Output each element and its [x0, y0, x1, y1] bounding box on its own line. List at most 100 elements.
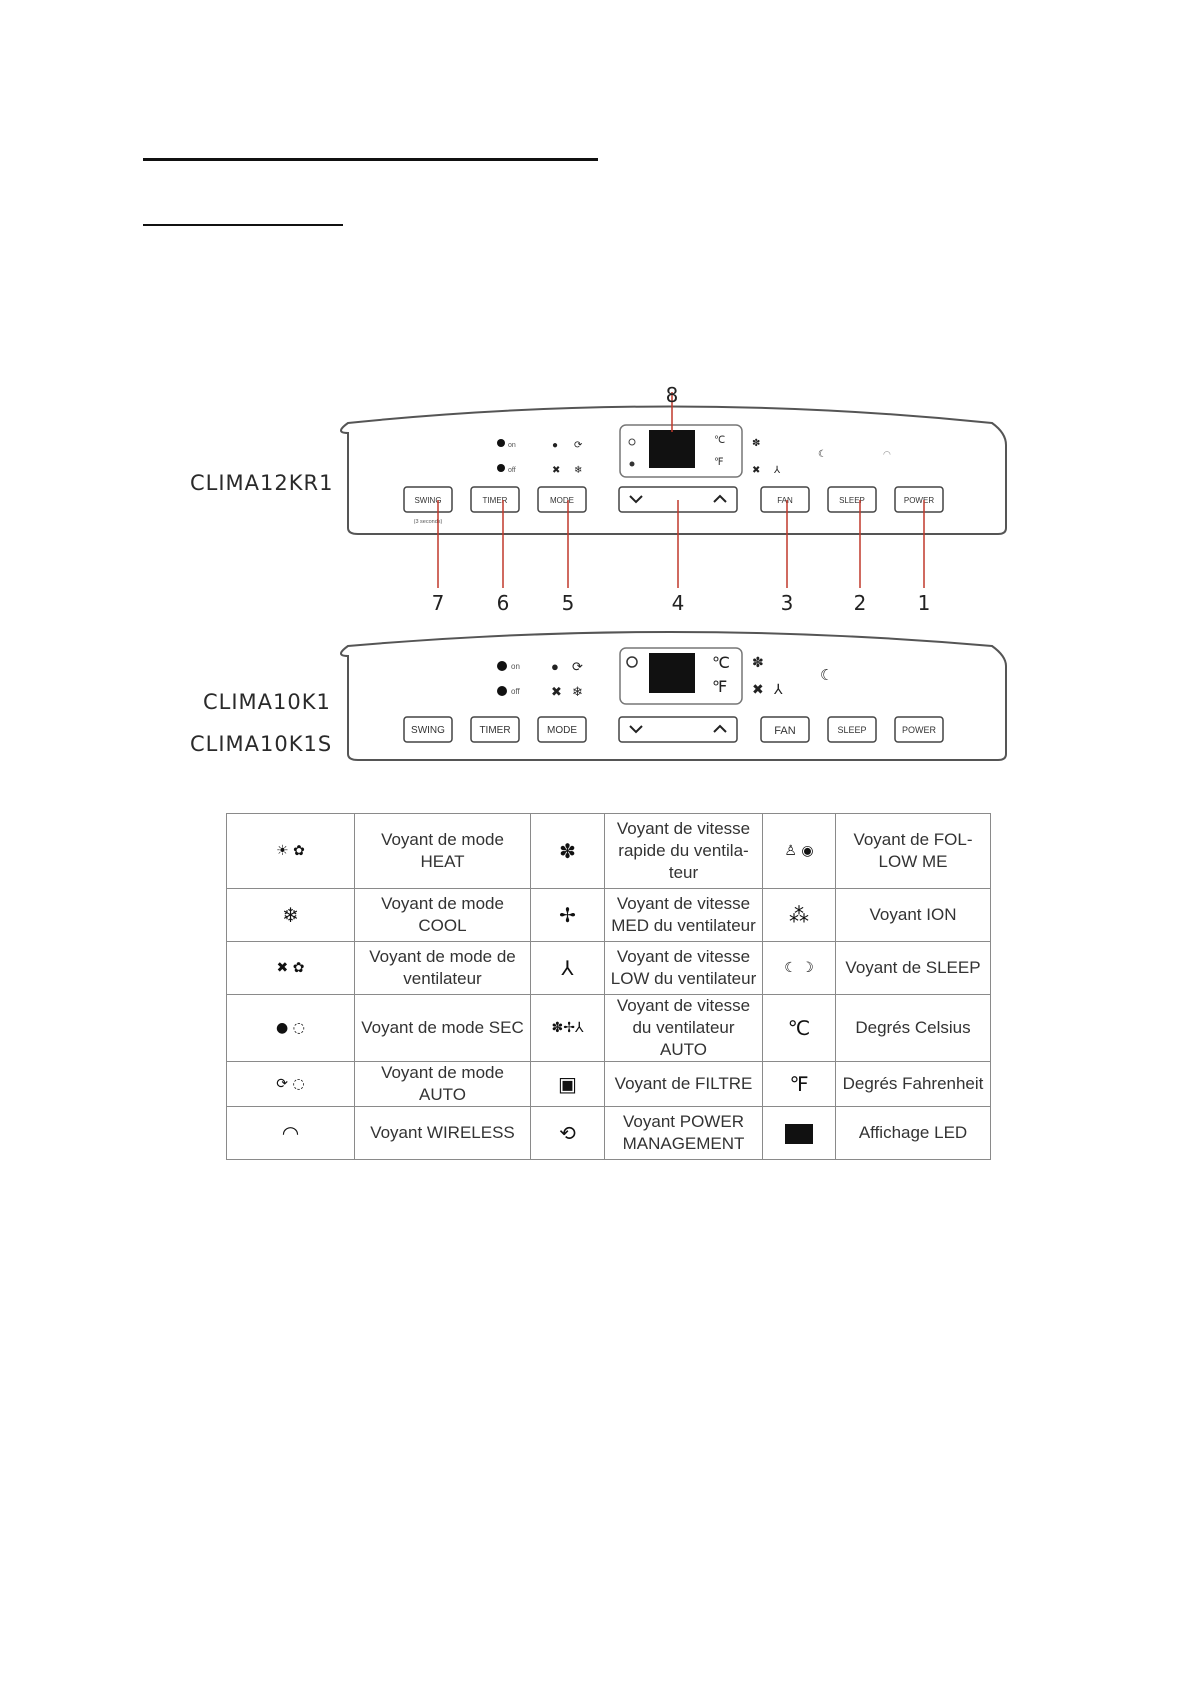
top-mode-button[interactable]: MODE — [537, 486, 587, 513]
legend-glyph: ⁂ — [789, 903, 809, 927]
legend-description: Voyant de mode COOL — [354, 888, 531, 942]
top-timer-on-label: on — [508, 442, 516, 449]
legend-description: Voyant de vitesse LOW du ventilateur — [604, 941, 763, 995]
bottom-power-button[interactable]: POWER — [894, 716, 944, 743]
filter-icon: ▣ — [530, 1061, 605, 1107]
bottom-led-display — [649, 653, 695, 693]
top-fan-button[interactable]: FAN — [760, 486, 810, 513]
fan-mode-icon: ✖ ✿ — [226, 941, 355, 995]
legend-description: Voyant de vitesse du ventilateur AUTO — [604, 994, 763, 1062]
section-heading-underline — [143, 158, 598, 161]
bottom-panel-outline — [340, 631, 1007, 761]
model-label-bottom-1: CLIMA10K1 — [203, 690, 331, 714]
bottom-temp-adjust-button[interactable] — [618, 716, 738, 743]
top-fahrenheit-icon: ℉ — [714, 457, 724, 468]
bottom-timer-off-dot — [497, 686, 507, 696]
legend-description: Voyant de mode AUTO — [354, 1061, 531, 1107]
legend-glyph: ☀ ✿ — [276, 843, 305, 859]
svg-text:SLEEP: SLEEP — [839, 496, 865, 505]
bottom-timer-on-label: on — [511, 662, 520, 671]
legend-glyph: ✖ ✿ — [276, 960, 305, 976]
model-label-bottom-2: CLIMA10K1S — [190, 732, 333, 756]
top-fan-med-icon: ✖ — [752, 465, 760, 476]
heat-icon: ☀ ✿ — [226, 813, 355, 889]
top-wifi-icon: ◠ — [883, 449, 891, 459]
bottom-fan-med-icon: ✖ — [752, 681, 764, 697]
top-panel-outline — [340, 405, 1007, 535]
top-power-button[interactable]: POWER — [894, 486, 944, 513]
drop-icon: ● ◌ — [226, 994, 355, 1062]
top-auto-mode-icon: ⟳ — [574, 440, 583, 451]
top-sleep-button[interactable]: SLEEP — [827, 486, 877, 513]
callout-4: 4 — [672, 591, 685, 615]
legend-row: ❄ Voyant de mode COOL✢Voyant de vitesse M… — [226, 888, 991, 942]
svg-text:SLEEP: SLEEP — [837, 725, 866, 735]
bottom-fan-mode-icon: ✖ — [551, 684, 562, 699]
legend-row: ✖ ✿Voyant de mode de ventilateur⅄Voyant … — [226, 941, 991, 995]
callout-6: 6 — [497, 591, 510, 615]
callout-lines — [437, 392, 925, 588]
svg-text:TIMER: TIMER — [479, 725, 510, 736]
auto-mode-icon: ⟳ ◌ — [226, 1061, 355, 1107]
top-dry-mode-icon: ● — [552, 440, 558, 451]
legend-glyph: ⅄ — [561, 956, 574, 980]
fan-high-icon: ✽ — [530, 813, 605, 889]
legend-row: ◠Voyant WIRELESS⟲Voyant POWER MANAGEMENT… — [226, 1106, 991, 1160]
svg-text:TIMER: TIMER — [483, 496, 508, 505]
fan-low-icon: ⅄ — [530, 941, 605, 995]
callout-5: 5 — [562, 591, 575, 615]
legend-glyph: ⟲ — [559, 1121, 576, 1145]
top-fan-high-icon: ✽ — [752, 438, 760, 449]
bottom-dry-mode-icon: ● — [551, 659, 559, 674]
legend-description: Voyant de FOL- LOW ME — [835, 813, 991, 889]
bottom-sleep-button[interactable]: SLEEP — [827, 716, 877, 743]
top-follow-me-icon — [628, 438, 636, 446]
subsection-heading-underline — [143, 224, 343, 226]
legend-description: Voyant de vitesse rapide du ventila- teu… — [604, 813, 763, 889]
bottom-fan-low-icon: ⅄ — [773, 681, 783, 697]
callout-7: 7 — [432, 591, 445, 615]
top-ion-icon — [629, 461, 635, 467]
legend-glyph: ▣ — [558, 1072, 577, 1096]
legend-glyph: ♙ ◉ — [784, 843, 814, 859]
legend-description: Voyant de vitesse MED du ventilateur — [604, 888, 763, 942]
legend-description: Voyant de mode HEAT — [354, 813, 531, 889]
svg-text:FAN: FAN — [777, 496, 793, 505]
bottom-mode-button[interactable]: MODE — [537, 716, 587, 743]
control-panel-diagram: ℃ ℉ on off ● ⟳ ✖ ❄ ✽ ✖ ⅄ ☾ ◠ SWING (3 se… — [340, 383, 1007, 761]
legend-description: Voyant ION — [835, 888, 991, 942]
svg-text:FAN: FAN — [774, 725, 795, 737]
fan-med-icon: ✢ — [530, 888, 605, 942]
legend-glyph: ✽ — [559, 839, 576, 863]
legend-description: Voyant de mode SEC — [354, 994, 531, 1062]
callout-8: 8 — [666, 383, 679, 407]
top-fan-mode-icon: ✖ — [552, 465, 560, 476]
top-swing-button[interactable]: SWING — [403, 486, 453, 513]
svg-text:MODE: MODE — [550, 496, 574, 505]
legend-glyph: ⟳ ◌ — [276, 1076, 305, 1092]
legend-description: Affichage LED — [835, 1106, 991, 1160]
callout-2: 2 — [854, 591, 867, 615]
bottom-fan-button[interactable]: FAN — [760, 716, 810, 743]
callout-1: 1 — [918, 591, 931, 615]
ion-icon: ⁂ — [762, 888, 836, 942]
bottom-timer-button[interactable]: TIMER — [470, 716, 520, 743]
bottom-follow-me-icon — [626, 656, 638, 668]
legend-description: Voyant WIRELESS — [354, 1106, 531, 1160]
legend-glyph: ℉ — [789, 1072, 809, 1096]
bottom-timer-off-label: off — [511, 687, 521, 696]
fan-auto-icon: ✽✢⅄ — [530, 994, 605, 1062]
svg-text:MODE: MODE — [547, 725, 577, 736]
fahrenheit-icon: ℉ — [762, 1061, 836, 1107]
legend-glyph: ℃ — [787, 1016, 811, 1040]
top-timer-button[interactable]: TIMER — [470, 486, 520, 513]
top-led-display — [649, 430, 695, 468]
svg-text:SWING: SWING — [411, 725, 445, 736]
legend-glyph: ❄ — [282, 903, 299, 927]
legend-description: Voyant de FILTRE — [604, 1061, 763, 1107]
legend-description: Voyant de SLEEP — [835, 941, 991, 995]
svg-text:POWER: POWER — [902, 725, 937, 735]
bottom-swing-button[interactable]: SWING — [403, 716, 453, 743]
power-management-icon: ⟲ — [530, 1106, 605, 1160]
bottom-timer-on-dot — [497, 661, 507, 671]
